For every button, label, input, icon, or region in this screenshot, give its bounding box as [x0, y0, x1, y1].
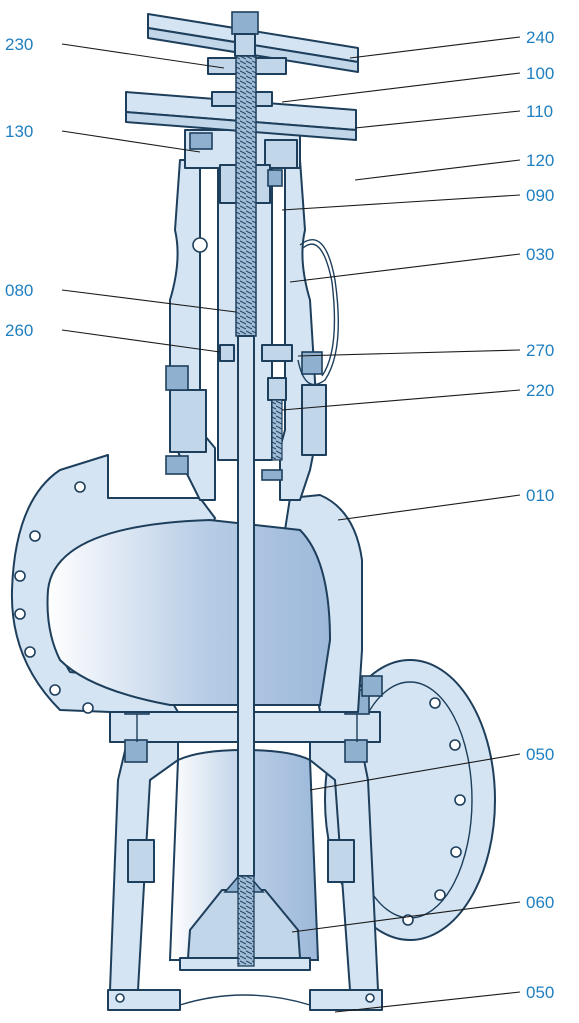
leader-090 — [281, 194, 521, 211]
leader-050a — [309, 753, 521, 791]
valve-stem — [235, 55, 257, 967]
leader-050b — [334, 991, 521, 1013]
handwheel-upper — [147, 11, 359, 75]
leader-060 — [291, 901, 521, 933]
leader-100 — [281, 72, 521, 103]
leader-270 — [297, 349, 521, 357]
label-050-upper: 050 — [526, 745, 554, 764]
label-220: 220 — [526, 381, 554, 400]
leader-220 — [281, 389, 521, 411]
leader-240 — [349, 36, 521, 59]
label-080: 080 — [5, 281, 33, 300]
label-010: 010 — [526, 486, 554, 505]
label-030: 030 — [526, 245, 554, 264]
label-260: 260 — [5, 321, 33, 340]
label-270: 270 — [526, 341, 554, 360]
leader-130 — [61, 130, 201, 153]
label-120: 120 — [526, 151, 554, 170]
leader-120 — [354, 159, 521, 181]
label-050-lower: 050 — [526, 983, 554, 1002]
leader-080 — [61, 289, 237, 313]
main-body — [10, 454, 363, 714]
label-060: 060 — [526, 893, 554, 912]
label-240: 240 — [526, 28, 554, 47]
leader-230 — [61, 43, 225, 69]
label-130: 130 — [5, 122, 33, 141]
label-230: 230 — [5, 35, 33, 54]
leader-110 — [354, 110, 521, 129]
leader-260 — [61, 329, 221, 353]
leader-010 — [337, 494, 521, 521]
label-110: 110 — [526, 102, 553, 121]
label-100: 100 — [526, 64, 554, 83]
leader-lines — [61, 36, 521, 1013]
leader-030 — [289, 253, 521, 283]
label-090: 090 — [526, 186, 554, 205]
bonnet-yoke — [165, 159, 340, 501]
part-labels: 230 130 080 260 240 100 110 120 090 030 … — [5, 28, 554, 1002]
